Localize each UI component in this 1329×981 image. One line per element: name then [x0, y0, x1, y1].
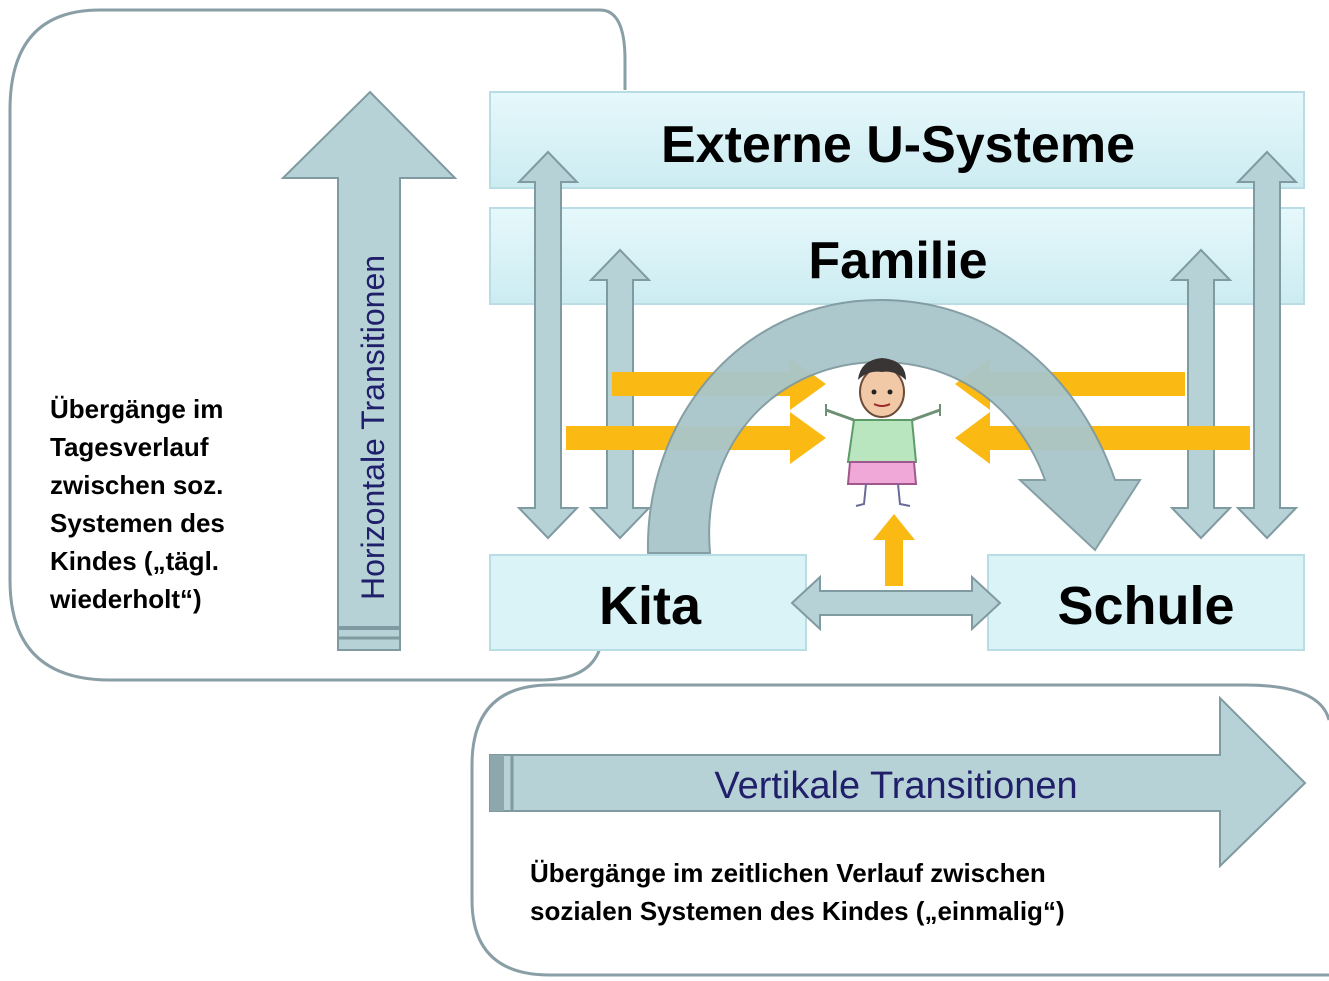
box-externe-label: Externe U-Systeme: [661, 116, 1135, 174]
vertical-description-line: sozialen Systemen des Kindes („einmalig“…: [530, 896, 1065, 926]
horizontal-description-line: Systemen des: [50, 508, 225, 538]
orange-arrow-up: [873, 514, 915, 586]
horizontal-description-line: zwischen soz.: [50, 470, 224, 500]
box-familie-label: Familie: [808, 232, 987, 290]
vertical-frame: [470, 683, 1329, 977]
horizontal-description-line: Tagesverlauf: [50, 432, 209, 462]
box-kita: [489, 554, 807, 651]
horizontal-description-line: wiederholt“): [50, 584, 202, 614]
horizontal-frame: [8, 8, 627, 682]
box-externe: [489, 91, 1305, 189]
vertical-transitions-arrow: [489, 695, 1307, 869]
horizontal-transitions-arrow: [280, 90, 458, 651]
horizontal-transitions-label: Horizontale Transitionen: [355, 255, 391, 600]
vertical-description-line: Übergänge im zeitlichen Verlauf zwischen: [530, 858, 1046, 888]
horizontal-description-line: Kindes („tägl.: [50, 546, 220, 576]
curved-arrow-kita-schule: [646, 298, 1142, 554]
box-schule-label: Schule: [1057, 576, 1234, 636]
horizontal-description-line: Übergänge im: [50, 394, 224, 424]
orange-arrow-right-bottom: [955, 412, 1250, 464]
double-arrow-left-outer: [516, 150, 580, 540]
double-arrow-right-inner: [1169, 248, 1233, 540]
box-kita-label: Kita: [599, 576, 702, 636]
orange-arrow-right-top: [955, 358, 1185, 410]
double-arrow-kita-schule: [790, 574, 1002, 632]
vertical-arrow-base: [490, 755, 504, 811]
vertical-description: Übergänge im zeitlichen Verlauf zwischen…: [530, 854, 1065, 930]
child-drawing-icon: [825, 358, 941, 507]
double-arrow-right-outer: [1235, 150, 1299, 540]
vertical-frame-right: [1244, 683, 1329, 721]
vertical-transitions-label: Vertikale Transitionen: [714, 765, 1077, 807]
horizontal-description: Übergänge im Tagesverlauf zwischen soz. …: [50, 390, 225, 618]
